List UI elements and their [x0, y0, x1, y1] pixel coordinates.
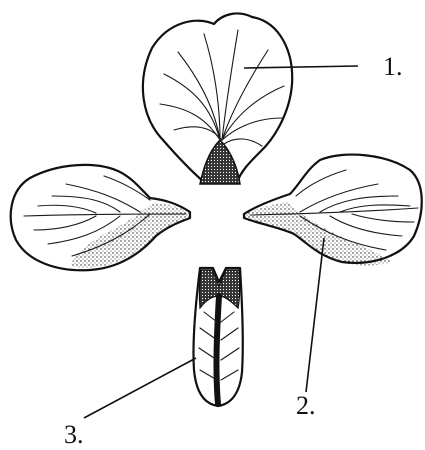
keel-midline [216, 296, 219, 404]
keel-petal [193, 268, 242, 406]
left-wing-petal [11, 165, 190, 270]
label-1: 1. [383, 52, 403, 81]
standard-petal [143, 13, 292, 184]
right-wing-petal [244, 155, 422, 266]
leader-line-2 [306, 238, 324, 392]
label-2: 2. [296, 391, 316, 420]
label-3: 3. [64, 420, 84, 449]
leader-line-3 [84, 358, 196, 418]
